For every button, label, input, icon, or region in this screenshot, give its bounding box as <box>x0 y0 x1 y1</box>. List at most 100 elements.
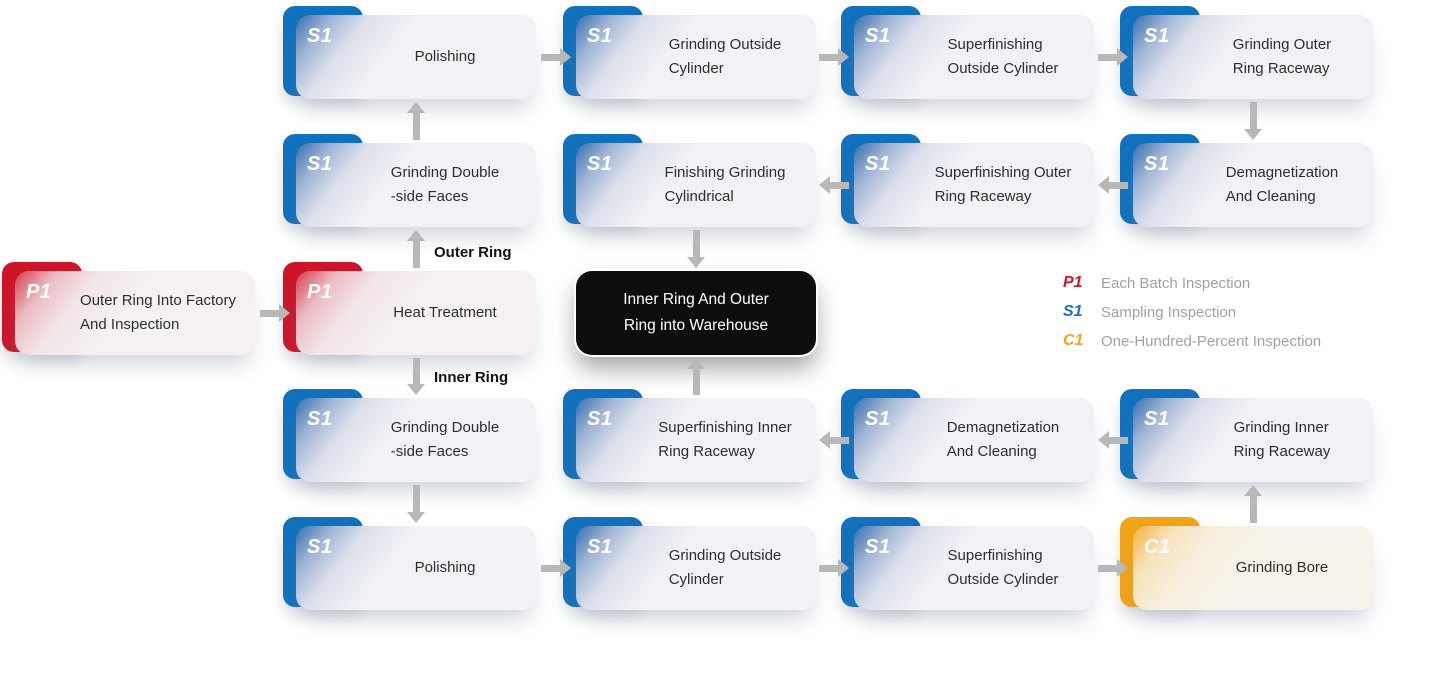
process-card: Superfinishing Outer Ring Raceway <box>854 143 1094 227</box>
legend-item-c1: C1 One-Hundred-Percent Inspection <box>1063 332 1321 350</box>
process-card: Demagnetization And Cleaning <box>854 398 1094 482</box>
badge-tab <box>283 6 363 96</box>
process-label: Grinding Double -side Faces <box>390 164 500 205</box>
process-label: Outer Ring Into Factory And Inspection <box>80 292 236 333</box>
process-label: Polishing <box>414 559 476 576</box>
flow-label-inner-ring: Inner Ring <box>434 369 509 386</box>
process-label: Superfinishing Outside Cylinder <box>947 547 1059 588</box>
warehouse-label: Inner Ring And Outer Ring into Warehouse <box>623 291 769 334</box>
flow-arrow-left-icon <box>819 431 849 449</box>
flow-arrow-down-icon <box>687 230 705 268</box>
badge-tab <box>841 517 921 607</box>
process-node-finishing-grinding-cylindrical: Finishing Grinding Cylindrical S1 <box>563 134 816 227</box>
process-node-superfinishing-outside-cylinder-inner: Superfinishing Outside Cylinder S1 <box>841 517 1094 610</box>
process-label: Demagnetization And Cleaning <box>1225 164 1339 205</box>
process-label: Superfinishing Outside Cylinder <box>947 36 1059 77</box>
flow-arrow-up-icon <box>407 230 425 268</box>
badge-tab <box>283 389 363 479</box>
flow-arrow-left-icon <box>819 176 849 194</box>
inspection-code: S1 <box>307 25 333 47</box>
badge-tab <box>1120 134 1200 224</box>
badge-tab <box>1120 517 1200 607</box>
legend-code-c1: C1 <box>1063 332 1084 349</box>
process-label: Heat Treatment <box>393 304 497 321</box>
legend-item-p1: P1 Each Batch Inspection <box>1063 274 1321 292</box>
badge-tab <box>283 517 363 607</box>
inspection-code: C1 <box>1144 536 1171 558</box>
badge-tab <box>563 389 643 479</box>
process-label: Grinding Outside Cylinder <box>668 547 782 588</box>
flow-arrow-down-icon <box>407 485 425 523</box>
inspection-code: S1 <box>1144 153 1170 175</box>
flow-arrow-right-icon <box>819 559 849 577</box>
process-card: Polishing <box>296 15 536 99</box>
inspection-code: S1 <box>587 536 613 558</box>
flow-arrow-left-icon <box>1098 176 1128 194</box>
badge-tab <box>1120 6 1200 96</box>
process-node-demagnetization-cleaning-outer: Demagnetization And Cleaning S1 <box>1120 134 1373 227</box>
flow-arrow-right-icon <box>819 48 849 66</box>
badge-tab <box>841 389 921 479</box>
legend-label-p1: Each Batch Inspection <box>1101 274 1251 292</box>
process-label: Polishing <box>414 48 476 65</box>
process-node-grinding-double-side-faces-outer: Grinding Double -side Faces S1 <box>283 134 536 227</box>
process-node-heat-treatment: Heat Treatment P1 <box>283 262 536 355</box>
inspection-code: S1 <box>1144 408 1170 430</box>
process-label: Superfinishing Inner Ring Raceway <box>658 419 792 460</box>
inspection-code: S1 <box>1144 25 1170 47</box>
process-label: Grinding Bore <box>1235 559 1329 576</box>
process-node-grinding-outside-cylinder-inner: Grinding Outside Cylinder S1 <box>563 517 816 610</box>
process-card: Grinding Double -side Faces <box>296 143 536 227</box>
process-label: Grinding Double -side Faces <box>390 419 500 460</box>
legend-label-s1: Sampling Inspection <box>1101 303 1237 321</box>
flow-arrow-right-icon <box>541 559 571 577</box>
inspection-code: S1 <box>587 153 613 175</box>
inspection-code: S1 <box>865 153 891 175</box>
flow-arrow-down-icon <box>407 358 425 395</box>
process-node-polishing-outer: Polishing S1 <box>283 6 536 99</box>
flow-label-outer-ring: Outer Ring <box>434 244 512 261</box>
badge-tab <box>283 262 363 352</box>
process-card: Grinding Outside Cylinder <box>576 526 816 610</box>
badge-tab <box>841 134 921 224</box>
flow-arrow-right-icon <box>541 48 571 66</box>
process-label: Demagnetization And Cleaning <box>946 419 1060 460</box>
inspection-code: S1 <box>865 408 891 430</box>
process-card: Grinding Inner Ring Raceway <box>1133 398 1373 482</box>
inspection-code: S1 <box>865 25 891 47</box>
badge-tab <box>563 6 643 96</box>
process-node-polishing-inner: Polishing S1 <box>283 517 536 610</box>
inspection-code: S1 <box>307 408 333 430</box>
flow-arrow-up-icon <box>687 358 705 395</box>
flow-arrow-left-icon <box>1098 431 1128 449</box>
inspection-code: S1 <box>587 25 613 47</box>
process-card: Finishing Grinding Cylindrical <box>576 143 816 227</box>
legend: P1 Each Batch Inspection S1 Sampling Ins… <box>1063 274 1321 361</box>
inspection-code: S1 <box>865 536 891 558</box>
process-label: Grinding Outer Ring Raceway <box>1232 36 1332 77</box>
inspection-code: S1 <box>587 408 613 430</box>
process-card: Superfinishing Outside Cylinder <box>854 526 1094 610</box>
inspection-code: S1 <box>307 153 333 175</box>
process-label: Grinding Inner Ring Raceway <box>1233 419 1331 460</box>
process-node-grinding-outside-cylinder-outer: Grinding Outside Cylinder S1 <box>563 6 816 99</box>
process-card: Superfinishing Inner Ring Raceway <box>576 398 816 482</box>
process-node-grinding-inner-ring-raceway: Grinding Inner Ring Raceway S1 <box>1120 389 1373 482</box>
badge-tab <box>563 134 643 224</box>
process-card: Outer Ring Into Factory And Inspection <box>15 271 255 355</box>
process-card: Heat Treatment <box>296 271 536 355</box>
process-card: Grinding Outside Cylinder <box>576 15 816 99</box>
legend-item-s1: S1 Sampling Inspection <box>1063 303 1321 321</box>
process-node-superfinishing-outside-cylinder-outer: Superfinishing Outside Cylinder S1 <box>841 6 1094 99</box>
flow-arrow-right-icon <box>1098 559 1128 577</box>
process-node-grinding-double-side-faces-inner: Grinding Double -side Faces S1 <box>283 389 536 482</box>
process-label: Grinding Outside Cylinder <box>668 36 782 77</box>
process-node-grinding-outer-ring-raceway: Grinding Outer Ring Raceway S1 <box>1120 6 1373 99</box>
badge-tab <box>841 6 921 96</box>
process-node-outer-ring-into-factory: Outer Ring Into Factory And Inspection P… <box>2 262 255 355</box>
process-label: Superfinishing Outer Ring Raceway <box>934 164 1072 205</box>
badge-tab <box>563 517 643 607</box>
process-label: Finishing Grinding Cylindrical <box>664 164 786 205</box>
inspection-code: S1 <box>307 536 333 558</box>
inspection-code: P1 <box>26 281 52 303</box>
